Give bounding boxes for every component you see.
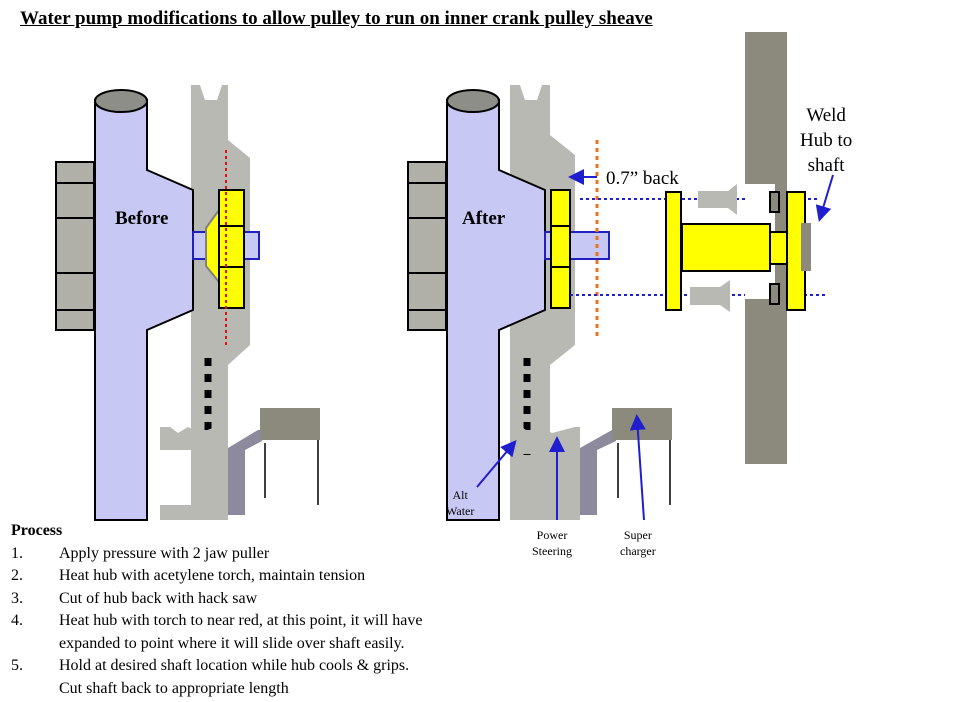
pump-top xyxy=(94,89,148,113)
after-assembly xyxy=(407,85,825,521)
power-steering-label: Power Steering xyxy=(532,527,572,559)
step-number: 5. xyxy=(11,657,23,674)
power-steering-line: Steering xyxy=(532,544,572,558)
before-assembly xyxy=(55,85,320,521)
supercharger-belt xyxy=(228,430,262,515)
process-step: 3. Cut of hub back with hack saw xyxy=(11,588,422,611)
step-number: 1. xyxy=(11,544,23,562)
weld-arrow xyxy=(815,174,834,222)
alt-water-label: Alt Water xyxy=(446,487,474,519)
process-step: 2. Heat hub with acetylene torch, maintai… xyxy=(11,565,422,588)
offset-label: 0.7” back xyxy=(606,168,679,189)
hub-plate-left xyxy=(665,191,682,311)
weld-label-line: shaft xyxy=(807,155,845,176)
after-label: After xyxy=(462,208,506,229)
before-label: Before xyxy=(115,208,169,229)
supercharger-pulley xyxy=(260,408,320,440)
process-list: Process 1. Apply pressure with 2 jaw pull… xyxy=(11,520,422,700)
step-continuation: expanded to point where it will slide ov… xyxy=(59,634,405,652)
step-number: 4. xyxy=(11,612,23,629)
weld-label: Weld Hub to shaft xyxy=(800,103,852,178)
step-number: 3. xyxy=(11,589,23,607)
process-step: 5. Hold at desired shaft location while h… xyxy=(11,655,422,678)
alt-water-line: Water xyxy=(446,504,475,518)
weld-label-line: Hub to xyxy=(800,130,853,151)
step-text: Hold at desired shaft location while hub… xyxy=(59,657,410,674)
hub-flange xyxy=(218,189,245,309)
diagram-title: Water pump modifications to allow pulley… xyxy=(20,8,653,29)
alt-water-line: Alt xyxy=(452,488,468,502)
pump-mount-block xyxy=(55,161,95,331)
step-text: Heat hub with acetylene torch, maintain … xyxy=(59,567,366,584)
lower-pulley xyxy=(160,427,228,520)
weld-cap xyxy=(801,223,811,271)
alt-water-arrow xyxy=(476,439,517,488)
exploded-hub-assembly xyxy=(665,32,834,464)
step-text: Cut of hub back with hack saw xyxy=(59,589,258,607)
step-number: 2. xyxy=(11,567,23,584)
process-heading: Process xyxy=(11,522,63,539)
weld-label-line: Weld xyxy=(806,105,846,126)
bolt-top xyxy=(698,184,737,215)
bolt-bottom xyxy=(690,280,730,312)
step-text: Heat hub with torch to near red, at this… xyxy=(59,612,423,629)
supercharger-arrow xyxy=(629,414,646,521)
supercharger-label: Super charger xyxy=(620,527,656,559)
step-continuation: Cut shaft back to appropriate length xyxy=(59,679,289,697)
process-step: 4. Heat hub with torch to near red, at th… xyxy=(11,610,422,633)
supercharger-line: charger xyxy=(620,544,656,558)
power-steering-line: Power xyxy=(536,528,568,542)
hub-body xyxy=(681,223,771,272)
water-pump-body xyxy=(94,99,194,521)
supercharger-line: Super xyxy=(623,528,652,542)
step-text: Apply pressure with 2 jaw puller xyxy=(59,544,270,562)
process-step: 1. Apply pressure with 2 jaw puller xyxy=(11,543,422,566)
